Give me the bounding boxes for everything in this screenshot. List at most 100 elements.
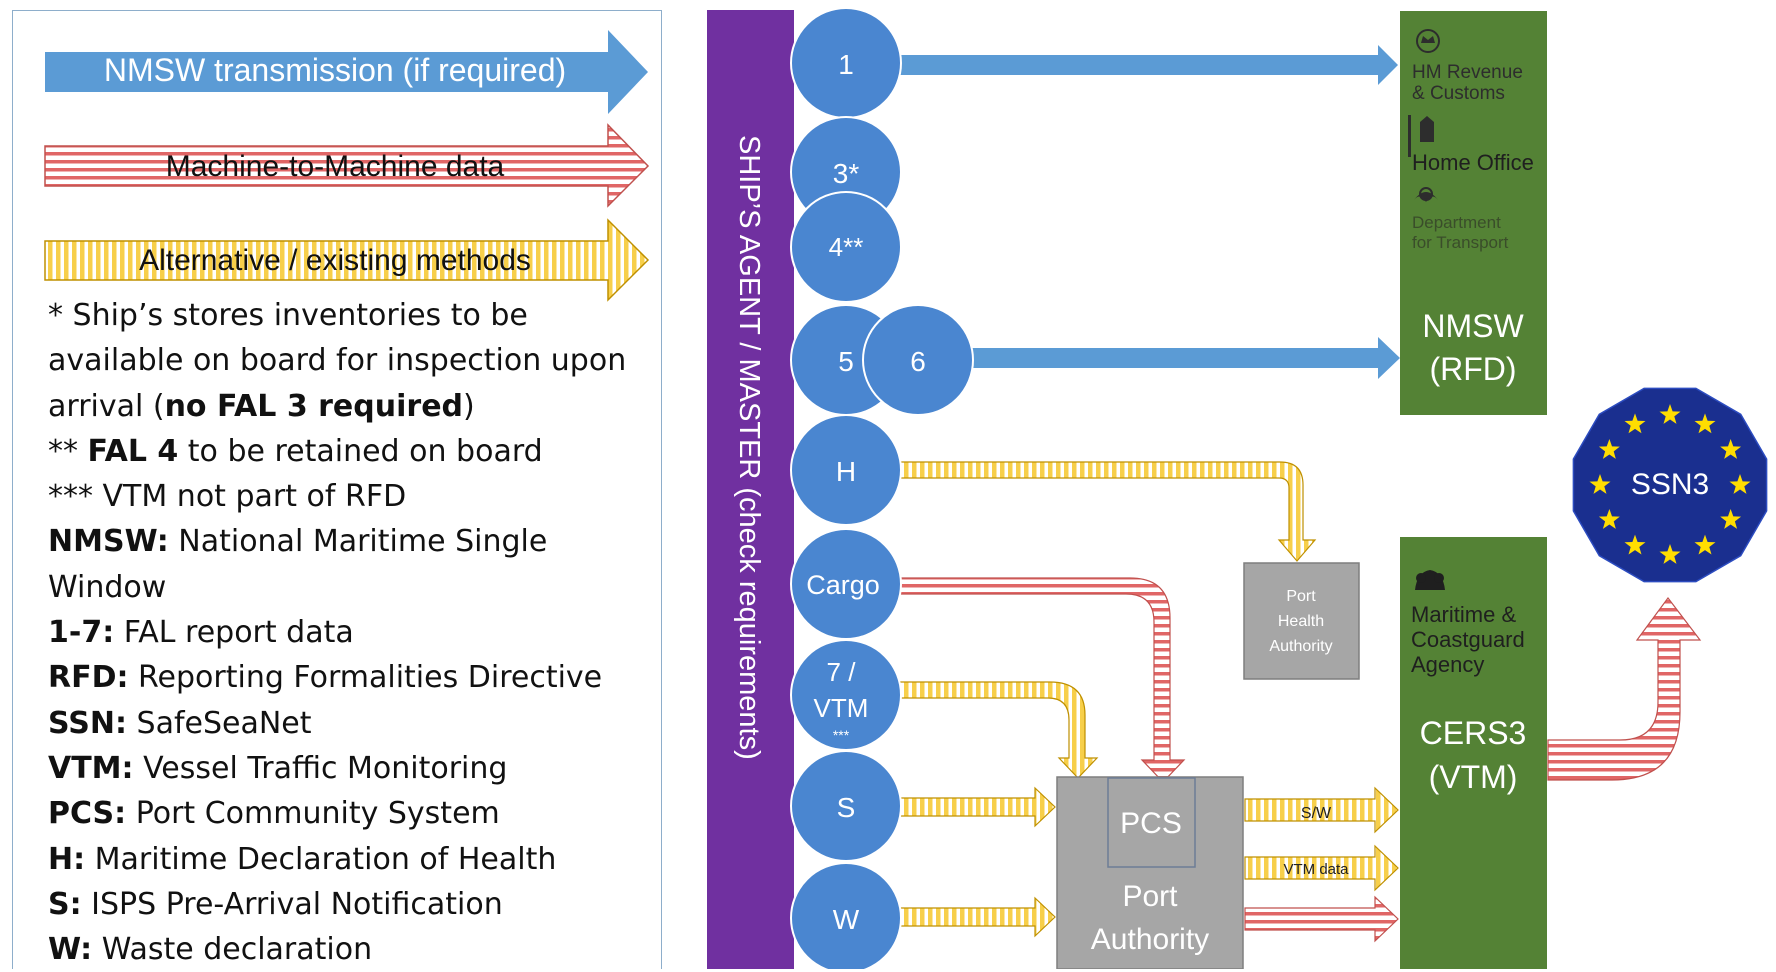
def-nmsw-cont: Window [48, 569, 167, 605]
eu-star-icon [1694, 413, 1716, 434]
def-w: W: Waste declaration [48, 932, 373, 968]
dft-crest-icon [1414, 187, 1438, 202]
arrow-vtm-data-label: VTM data [1283, 861, 1349, 878]
def-pcs: PCS: Port Community System [48, 796, 500, 832]
legend-notes: * Ship’s stores inventories to be availa… [48, 293, 658, 972]
circle-cargo: Cargo [790, 528, 902, 640]
svg-text:3*: 3* [833, 158, 860, 189]
pcs-box [1107, 777, 1196, 868]
legend-panel [12, 10, 662, 969]
nmsw-box: HM Revenue & Customs Home Office Departm… [1400, 11, 1547, 415]
home-office-crest-icon [1420, 116, 1434, 142]
mca-crest-icon [1415, 570, 1445, 590]
eu-star-icon [1598, 439, 1620, 459]
eu-star-icon [1694, 534, 1716, 555]
cers-box: Maritime & Coastguard Agency CERS3 (VTM) [1400, 537, 1547, 969]
svg-text:6: 6 [910, 346, 926, 377]
note-stores-2: available on board for inspection upon [48, 343, 627, 379]
svg-text:VTM: VTM [814, 693, 869, 723]
ssn3-label: SSN3 [1631, 468, 1709, 501]
agent-bar-label: SHIP’S AGENT / MASTER (check requirement… [733, 135, 765, 760]
pcs-label: PCS [1120, 807, 1182, 840]
def-s: S: ISPS Pre-Arrival Notification [48, 886, 503, 922]
mca-label: Maritime & [1411, 602, 1516, 627]
svg-text:Cargo: Cargo [806, 570, 880, 600]
svg-text:5: 5 [838, 346, 854, 377]
nmsw-subtitle: (RFD) [1429, 351, 1516, 387]
eu-star-icon [1624, 534, 1646, 555]
eu-star-icon [1729, 474, 1751, 494]
arrow-1-to-nmsw [895, 45, 1398, 85]
svg-text:W: W [833, 904, 860, 935]
svg-text:Health: Health [1278, 613, 1324, 630]
arrow-m2m-pa-to-cers [1244, 895, 1399, 943]
hmrc-label: HM Revenue [1412, 62, 1523, 83]
agent-bar [707, 10, 794, 969]
legend-m2m-label: Machine-to-Machine data [166, 150, 505, 183]
cers-subtitle: (VTM) [1429, 759, 1518, 795]
legend-arrow-nmsw: NMSW transmission (if required) [45, 30, 648, 114]
def-rfd: RFD: Reporting Formalities Directive [48, 660, 603, 696]
legend-arrow-alternative: Alternative / existing methods [44, 218, 650, 302]
arrow-cargo-to-pcs [894, 577, 1186, 783]
eu-star-icon [1598, 509, 1620, 529]
legend-alternative-label: Alternative / existing methods [139, 244, 531, 277]
svg-text:1: 1 [838, 49, 854, 80]
mca-label-2: Coastguard [1411, 627, 1525, 652]
dft-label-2: for Transport [1412, 233, 1509, 252]
dft-label: Department [1412, 213, 1501, 232]
note-fal4: ** FAL 4 to be retained on board [48, 433, 543, 469]
circle-4: 4** [790, 191, 902, 303]
svg-text:***: *** [833, 727, 850, 743]
eu-stars [1589, 404, 1751, 564]
hmrc-label-2: & Customs [1412, 83, 1505, 104]
arrow-sw-label: S/W [1301, 805, 1332, 822]
port-health-authority-box: Port Health Authority [1243, 562, 1360, 680]
arrow-sw-to-cers: S/W [1244, 786, 1399, 834]
circle-1: 1 [790, 7, 902, 119]
svg-text:4**: 4** [829, 232, 864, 262]
note-stores-3: arrival (no FAL 3 required) [48, 388, 475, 424]
circle-s: S [790, 750, 902, 862]
eu-star-icon [1624, 413, 1646, 434]
circle-w: W [790, 862, 902, 969]
svg-text:H: H [836, 456, 856, 487]
arrow-6-to-nmsw [968, 337, 1400, 379]
def-nmsw: NMSW: National Maritime Single [48, 524, 548, 560]
circle-h: H [790, 414, 902, 526]
eu-star-icon [1589, 474, 1611, 494]
port-authority-label-2: Authority [1091, 923, 1209, 956]
eu-star-icon [1720, 439, 1742, 459]
svg-text:S: S [837, 792, 856, 823]
port-authority-box: PCS Port Authority [1056, 776, 1244, 969]
svg-text:Authority: Authority [1269, 638, 1332, 655]
arrow-7-to-port-authority [894, 681, 1099, 779]
def-ssn: SSN: SafeSeaNet [48, 705, 312, 741]
def-fal: 1-7: FAL report data [48, 615, 354, 651]
arrow-s-to-port-authority [894, 786, 1056, 828]
def-vtm: VTM: Vessel Traffic Monitoring [48, 750, 508, 786]
def-h: H: Maritime Declaration of Health [48, 841, 557, 877]
cers-title: CERS3 [1420, 715, 1527, 751]
legend-arrow-m2m: Machine-to-Machine data [44, 123, 650, 208]
nmsw-title: NMSW [1422, 308, 1524, 344]
svg-text:7 /: 7 / [827, 657, 857, 687]
svg-text:Port: Port [1286, 588, 1316, 605]
note-vtm: *** VTM not part of RFD [48, 479, 407, 515]
home-office-label: Home Office [1412, 150, 1534, 175]
eu-star-icon [1720, 509, 1742, 529]
eu-star-icon [1659, 544, 1681, 564]
legend-nmsw-label: NMSW transmission (if required) [104, 52, 566, 88]
arrow-w-to-port-authority [894, 896, 1056, 938]
circle-7-vtm: 7 / VTM *** [790, 639, 902, 751]
arrow-cers-to-ssn3 [1547, 596, 1702, 781]
eu-star-icon [1659, 404, 1681, 424]
arrow-vtm-data-to-cers: VTM data [1244, 844, 1399, 892]
circle-6: 6 [862, 304, 974, 416]
mca-label-3: Agency [1411, 652, 1484, 677]
hmrc-crest-icon [1416, 29, 1440, 53]
port-authority-label: Port [1122, 880, 1178, 913]
arrow-h-to-port-health [894, 461, 1317, 562]
ssn3-eu-badge: SSN3 [1572, 387, 1768, 583]
